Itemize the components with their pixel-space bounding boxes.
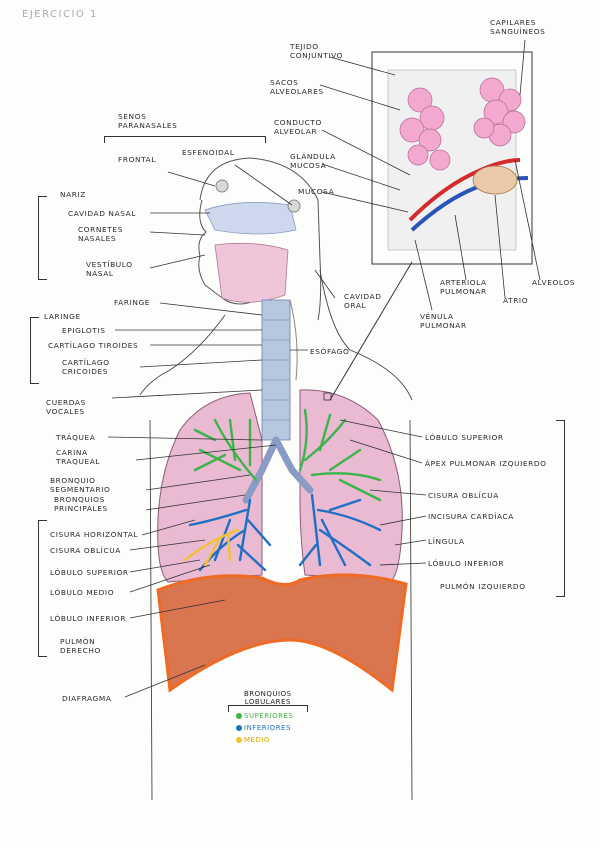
senos-bracket — [104, 136, 266, 143]
legend-swatch — [236, 737, 242, 743]
body-outline — [139, 269, 413, 801]
label-frontal: FRONTAL — [118, 155, 157, 164]
legend-item-medio: MEDIO — [236, 736, 270, 744]
inset-pointer — [329, 261, 413, 401]
frontal-sinus — [215, 179, 229, 193]
legend-swatch — [236, 713, 242, 719]
label-nariz: NARIZ — [60, 190, 86, 199]
diaphragm — [156, 573, 408, 693]
label-lobulo-superior-izq: LÓBULO SUPERIOR — [425, 433, 504, 442]
nasal-cavity — [204, 202, 297, 235]
label-traquea: TRÁQUEA — [56, 433, 96, 442]
label-lobulo-inferior-izq: LÓBULO INFERIOR — [428, 559, 505, 568]
label-cisura-obliqua-izq: CISURA OBLÍCUA — [428, 491, 499, 500]
label-epiglotis: EPIGLOTIS — [62, 326, 106, 335]
trachea — [261, 299, 291, 441]
oral-cavity — [214, 242, 289, 303]
middle-bronchi — [183, 528, 240, 567]
esophagus — [289, 299, 298, 381]
label-cartilago-tiroides: CARTÍLAGO TIROIDES — [48, 341, 139, 350]
label-cisura-horizontal: CISURA HORIZONTAL — [50, 530, 139, 539]
label-cisura-obliqua-der: CISURA OBLÍCUA — [50, 546, 121, 555]
legend-bracket — [228, 705, 308, 712]
label-esfenoidal: ESFENOIDAL — [182, 148, 235, 157]
larynx-bracket — [30, 317, 39, 384]
label-lobulo-inferior-der: LÓBULO INFERIOR — [50, 614, 127, 623]
alveolar-sacs — [399, 77, 526, 171]
main-bronchi — [242, 436, 314, 504]
nose-bracket — [38, 196, 47, 280]
sphenoid-sinus — [287, 199, 301, 213]
label-lobulo-superior-der: LÓBULO SUPERIOR — [50, 568, 129, 577]
right-lung-bracket — [38, 520, 47, 657]
label-cavidad-nasal: CAVIDAD NASAL — [68, 209, 137, 218]
inferior-bronchi — [188, 493, 382, 572]
leader-lines — [107, 39, 541, 698]
legend-item-inferiores: INFERIORES — [236, 724, 291, 732]
legend-item-superiores: SUPERIORES — [236, 712, 293, 720]
label-mucosa: MUCOSA — [298, 187, 335, 196]
label-pulmon-izquierdo: PULMÓN IZQUIERDO — [440, 582, 526, 591]
label-esofago: ESÓFAGO — [310, 347, 350, 356]
label-faringe: FARINGE — [114, 298, 151, 307]
left-lung-bracket — [556, 420, 565, 597]
alveoli-inset-box — [371, 51, 533, 265]
legend-swatch — [236, 725, 242, 731]
label-lingula: LÍNGULA — [428, 537, 465, 546]
label-alveolos: ALVEOLOS — [532, 278, 576, 287]
label-apex: ÁPEX PULMONAR IZQUIERDO — [425, 459, 547, 468]
label-incisura: INCISURA CARDÍACA — [428, 512, 514, 521]
page-title: EJERCICIO 1 — [22, 9, 98, 20]
label-atrio: ATRIO — [503, 296, 529, 305]
alveolar-atrium — [472, 165, 518, 195]
label-lobulo-medio: LÓBULO MEDIO — [50, 588, 115, 597]
label-diafragma: DIAFRAGMA — [62, 694, 112, 703]
label-laringe: LARINGE — [44, 312, 81, 321]
pulmonary-arteriole — [408, 158, 521, 222]
